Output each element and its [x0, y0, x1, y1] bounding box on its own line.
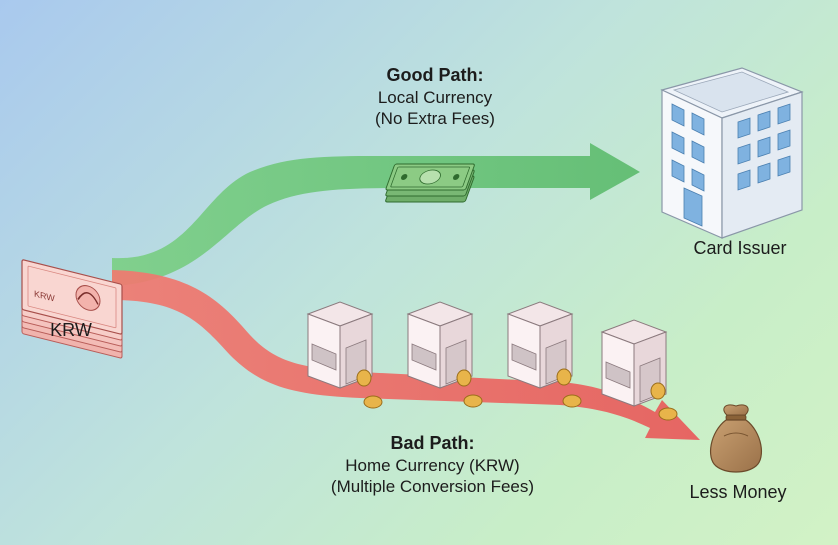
good-path-arrow — [112, 143, 640, 286]
coin-icon — [363, 395, 383, 409]
good-path-label: Good Path: Local Currency (No Extra Fees… — [320, 64, 550, 129]
good-path-line2: (No Extra Fees) — [375, 108, 495, 128]
coin-icon — [650, 382, 666, 400]
bad-path-title: Bad Path: — [390, 433, 475, 453]
coin-icon — [463, 394, 483, 408]
bad-path-line2: (Multiple Conversion Fees) — [330, 476, 535, 496]
coin-icon — [556, 368, 572, 386]
less-money-label: Less Money — [689, 482, 787, 502]
good-path-line1: Local Currency — [377, 87, 493, 107]
bad-path-line1: Home Currency (KRW) — [345, 455, 520, 475]
money-bag-icon — [709, 404, 763, 473]
banknote-stack-icon: KRW — [21, 259, 123, 359]
bad-path-label: Bad Path: Home Currency (KRW) (Multiple … — [300, 432, 565, 497]
dollar-bill-icon — [385, 163, 475, 203]
coin-icon — [658, 407, 678, 421]
exchange-booth-icon — [506, 301, 574, 389]
good-path-title: Good Path: — [386, 65, 484, 85]
card-issuer-label: Card Issuer — [693, 238, 787, 258]
coin-icon — [562, 394, 582, 408]
office-building-icon — [660, 67, 804, 239]
coin-icon — [356, 369, 372, 387]
exchange-booth-icon — [600, 319, 668, 407]
source-label: KRW — [50, 320, 92, 340]
bad-path-arrow — [112, 270, 700, 440]
coin-icon — [456, 369, 472, 387]
